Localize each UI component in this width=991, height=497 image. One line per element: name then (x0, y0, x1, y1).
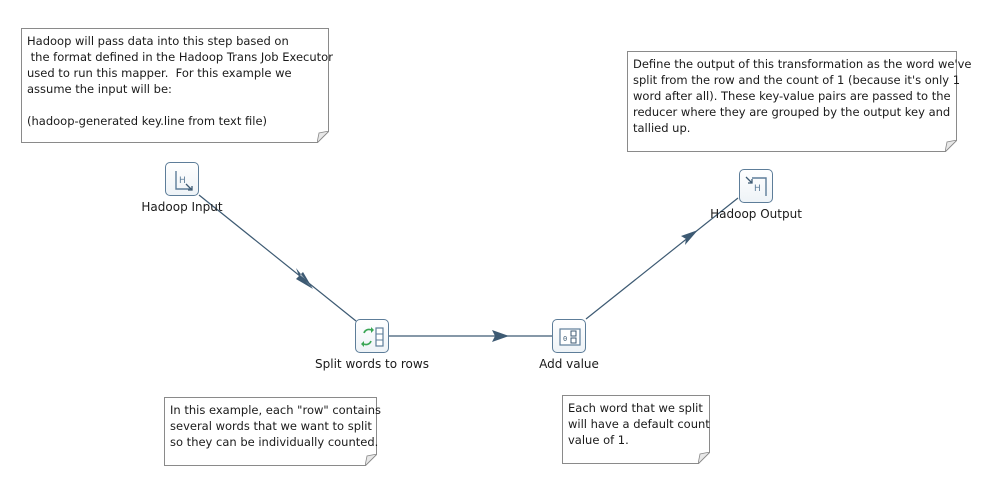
hop-add-to-output[interactable] (585, 197, 739, 320)
split-rows-icon (361, 327, 384, 347)
svg-text:H: H (179, 176, 186, 186)
note-hadoop-output-text: Define the output of this transformation… (633, 57, 972, 135)
note-add-value-text: Each word that we split will have a defa… (568, 401, 710, 447)
note-fold-icon (945, 140, 957, 152)
svg-text:0: 0 (563, 335, 567, 343)
hadoop-output-icon: H (745, 176, 767, 196)
step-split-words[interactable] (355, 319, 389, 353)
step-label-hadoop-output: Hadoop Output (710, 207, 802, 221)
note-fold-icon (698, 452, 710, 464)
note-fold-icon (317, 131, 329, 143)
note-split-words-text: In this example, each "row" contains sev… (170, 403, 382, 449)
step-label-split-words: Split words to rows (315, 357, 429, 371)
note-hadoop-output[interactable]: Define the output of this transformation… (627, 51, 972, 152)
step-add-value[interactable]: 0 (552, 319, 586, 353)
note-hadoop-input-text: Hadoop will pass data into this step bas… (27, 34, 333, 128)
svg-text:H: H (754, 184, 761, 194)
step-label-hadoop-input: Hadoop Input (141, 200, 223, 214)
step-label-add-value: Add value (539, 357, 599, 371)
add-value-icon: 0 (559, 328, 581, 346)
hop-split-to-add[interactable] (389, 330, 552, 342)
note-hadoop-input[interactable]: Hadoop will pass data into this step bas… (21, 28, 333, 143)
hadoop-input-icon: H (175, 171, 193, 191)
hop-input-to-split[interactable] (198, 194, 357, 322)
note-add-value[interactable]: Each word that we split will have a defa… (562, 395, 710, 464)
note-split-words[interactable]: In this example, each "row" contains sev… (164, 397, 382, 466)
note-fold-icon (365, 454, 377, 466)
step-hadoop-output[interactable]: H (739, 169, 773, 203)
step-hadoop-input[interactable]: H (165, 162, 199, 196)
